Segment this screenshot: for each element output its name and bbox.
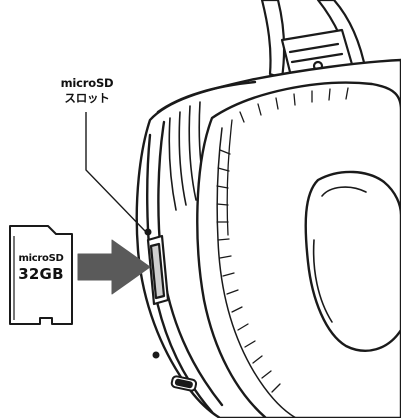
card-brand-text: microSD [15,253,67,264]
microsd-slot-label-line2: スロット [44,91,130,106]
card-capacity-text: 32GB [15,265,67,283]
microsd-slot-label-line1: microSD [44,76,130,91]
microsd-slot-label: microSD スロット [44,76,130,106]
ear-cushion [197,83,401,418]
